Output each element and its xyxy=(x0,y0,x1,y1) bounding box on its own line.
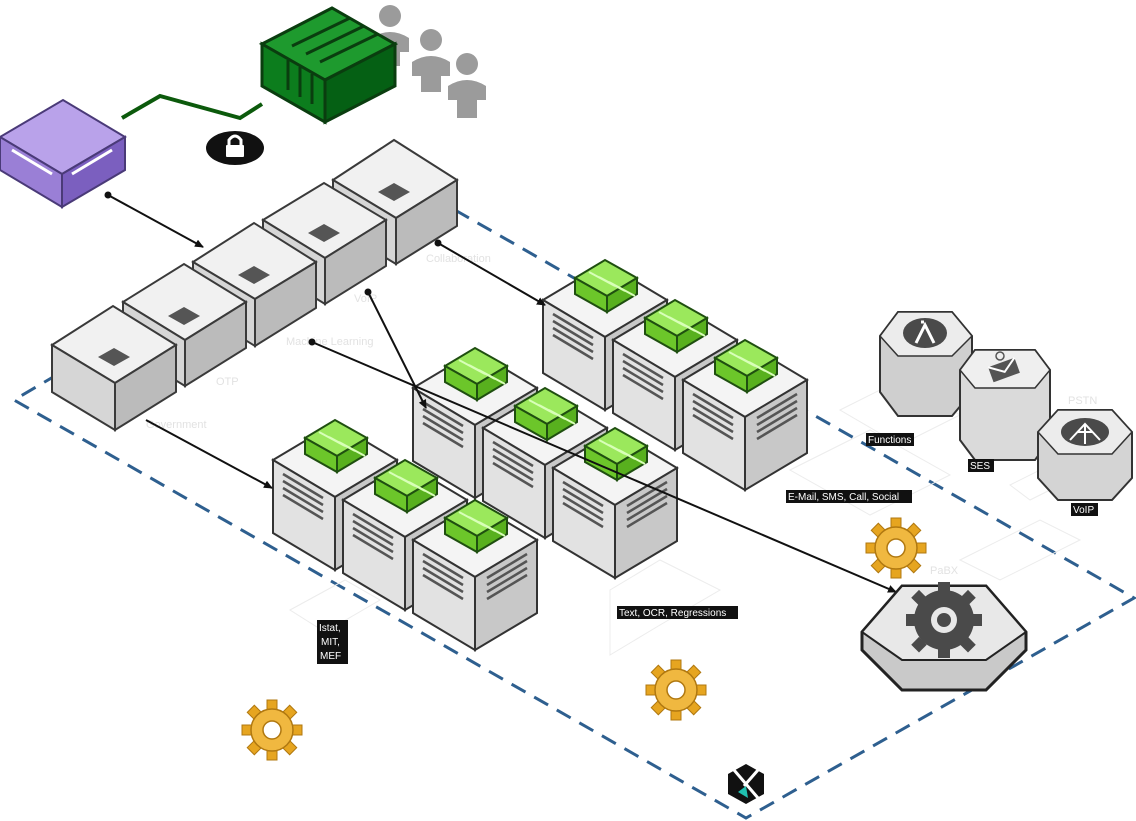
tag-channels: E-Mail, SMS, Call, Social xyxy=(786,490,912,503)
phone-network-icon xyxy=(1061,418,1109,446)
tag-channels-text: E-Mail, SMS, Call, Social xyxy=(788,492,899,503)
gear-icon xyxy=(241,699,303,761)
server-box xyxy=(681,338,809,492)
tag-functions: Functions xyxy=(866,433,914,446)
server-groups xyxy=(271,258,809,652)
green-cluster-icon xyxy=(258,6,399,125)
lambda-icon xyxy=(903,318,947,348)
voip-node xyxy=(1036,409,1134,501)
green-module-icon xyxy=(573,258,639,314)
pabx-node xyxy=(860,582,1028,692)
tag-ses: SES xyxy=(968,459,994,472)
server-box xyxy=(411,498,539,652)
connector-ml xyxy=(311,341,897,593)
ses-node xyxy=(959,349,1051,461)
tag-functions-text: Functions xyxy=(868,435,911,446)
green-module-icon xyxy=(373,458,439,514)
green-module-icon xyxy=(513,386,579,442)
tag-istat-line-2: MIT, xyxy=(321,637,340,648)
tag-voip: VoIP xyxy=(1071,503,1098,516)
green-module-icon xyxy=(303,418,369,474)
green-module-icon xyxy=(583,426,649,482)
tag-istat: Istat, MIT, MEF xyxy=(317,620,348,664)
connector-voip xyxy=(367,291,427,409)
green-module-icon xyxy=(713,338,779,394)
mail-icon xyxy=(987,351,1020,383)
tag-text-ocr: Text, OCR, Regressions xyxy=(617,606,738,619)
green-module-icon xyxy=(643,298,709,354)
tag-istat-line-3: MEF xyxy=(320,651,341,662)
green-module-icon xyxy=(443,346,509,402)
pabx-gear-icon xyxy=(906,582,982,658)
connector-purple-to-cubes xyxy=(107,194,204,248)
gear-icons xyxy=(241,517,927,761)
lock-icon xyxy=(206,131,264,165)
lambda-functions-node xyxy=(879,311,974,417)
tag-ses-text: SES xyxy=(970,461,990,472)
connectors xyxy=(107,194,897,593)
label-pabx: PaBX xyxy=(930,565,959,577)
green-module-icon xyxy=(443,498,509,554)
tag-voip-text: VoIP xyxy=(1073,505,1094,516)
connector-collab xyxy=(437,242,546,306)
purple-block-icon xyxy=(0,98,127,209)
label-otp: OTP xyxy=(216,376,239,388)
label-pstn: PSTN xyxy=(1068,395,1097,407)
connector-gov xyxy=(145,419,273,489)
label-collaboration: Collaboration xyxy=(426,253,491,265)
tag-text-ocr-text: Text, OCR, Regressions xyxy=(619,608,726,619)
label-voip-small: VoIP xyxy=(354,293,377,305)
system-boundary xyxy=(11,208,1136,820)
server-box xyxy=(551,426,679,580)
gear-icon xyxy=(865,517,927,579)
secure-link-line xyxy=(120,93,264,121)
gear-icon xyxy=(645,659,707,721)
connector-dots xyxy=(104,191,442,346)
label-machine-learning: Machine Learning xyxy=(286,336,373,348)
tag-istat-line-1: Istat, xyxy=(319,623,341,634)
gray-cube-5 xyxy=(50,304,178,432)
brand-logo-icon xyxy=(728,764,764,804)
gray-cube-row xyxy=(50,138,459,432)
